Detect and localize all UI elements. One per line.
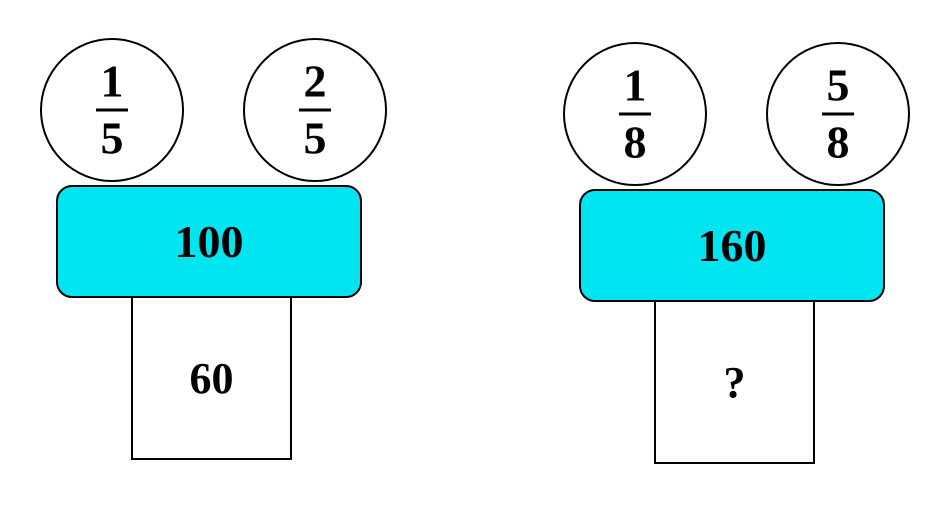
fraction-circle-right: 5 8 — [766, 42, 910, 186]
fraction-denominator: 5 — [100, 112, 124, 164]
fraction: 5 8 — [822, 59, 854, 168]
fraction-bar — [299, 108, 331, 112]
fraction-numerator: 1 — [623, 59, 647, 111]
total-box: 100 — [56, 185, 362, 298]
fraction-denominator: 8 — [623, 116, 647, 168]
puzzle-figure-right: 1 8 5 8 160 ? — [563, 42, 910, 482]
fraction-numerator: 2 — [303, 55, 327, 107]
fraction-bar — [822, 112, 854, 116]
result-box: 60 — [131, 298, 292, 460]
fraction-circle-left: 1 5 — [40, 38, 184, 182]
fraction: 1 8 — [619, 59, 651, 168]
fraction: 2 5 — [299, 55, 331, 164]
fraction-bar — [96, 108, 128, 112]
fraction-numerator: 1 — [100, 55, 124, 107]
fraction-numerator: 5 — [826, 59, 850, 111]
result-box: ? — [654, 302, 815, 464]
fraction-circle-left: 1 8 — [563, 42, 707, 186]
fraction-circle-right: 2 5 — [243, 38, 387, 182]
fraction-bar — [619, 112, 651, 116]
total-box: 160 — [579, 189, 885, 302]
fraction-denominator: 5 — [303, 112, 327, 164]
fraction: 1 5 — [96, 55, 128, 164]
fraction-denominator: 8 — [826, 116, 850, 168]
puzzle-figure-left: 1 5 2 5 100 60 — [40, 38, 387, 478]
